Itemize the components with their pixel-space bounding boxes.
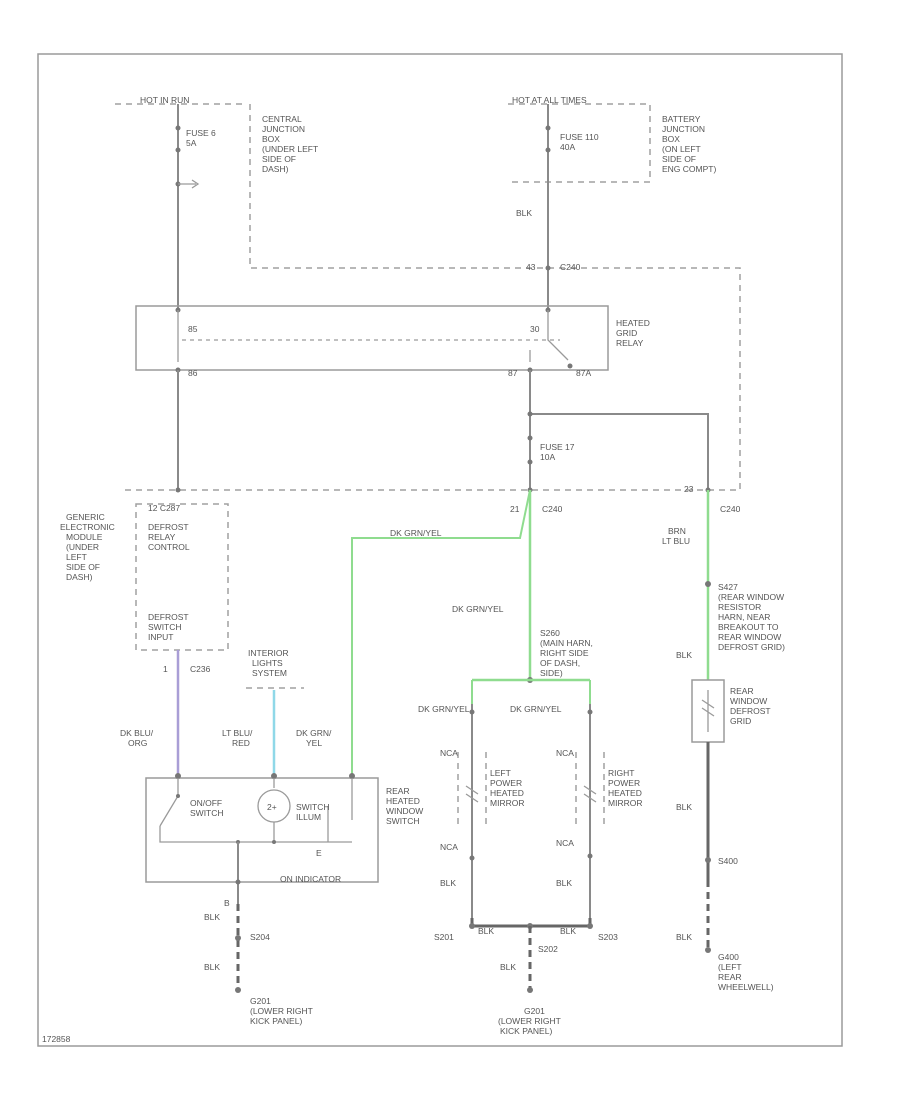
s203-label: S203 (598, 932, 618, 942)
c240-top-label: C240 (560, 262, 581, 272)
blk-r3-label: BLK (676, 932, 692, 942)
blk-br-label: BLK (560, 926, 576, 936)
nca1-label: NCA (440, 748, 458, 758)
illum-bulb-icon: 2+ (267, 802, 277, 812)
hot-in-run-label: HOT IN RUN (140, 95, 189, 105)
relay-pin-87: 87 (508, 368, 518, 378)
footer-code: 172858 (42, 1034, 71, 1044)
s400-label: S400 (718, 856, 738, 866)
blk-sw3-label: BLK (204, 962, 220, 972)
dk-grn-yel-v-label: DK GRN/YEL (452, 604, 504, 614)
blk-m2-label: BLK (556, 878, 572, 888)
mirror-ground: BLK BLK S201 S203 S202 BLK G201(LOWER RI… (434, 918, 618, 1036)
dk-grn-yel-w-label: DK GRN/YEL (296, 728, 332, 748)
c236-pin: 1 (163, 664, 168, 674)
blk-sw1-label: BLK (204, 912, 220, 922)
blk-top-label: BLK (516, 208, 532, 218)
nca2-label: NCA (440, 842, 458, 852)
blk-m3-label: BLK (500, 962, 516, 972)
relay-pin-85: 85 (188, 324, 198, 334)
c240-right-label: C240 (720, 504, 741, 514)
blk-bl-label: BLK (478, 926, 494, 936)
dk-grn-yel-wire-switch (351, 489, 531, 776)
c240-mid-label: C240 (542, 504, 563, 514)
relay-pin-87a: 87A (576, 368, 591, 378)
relay-pin-86: 86 (188, 368, 198, 378)
nca4-label: NCA (556, 838, 574, 848)
diagram-frame (37, 53, 843, 1047)
pin-b-label: B (224, 898, 230, 908)
lt-blu-red-label: LT BLU/RED (222, 728, 253, 748)
on-indicator-label: ON INDICATOR (280, 874, 341, 884)
c287-pins: 12 C287 (148, 503, 180, 513)
dk-grn-yel-l-label: DK GRN/YEL (418, 704, 470, 714)
blk-r2-label: BLK (676, 802, 692, 812)
c240-top-pin: 43 (526, 262, 536, 272)
relay-pin-30: 30 (530, 324, 540, 334)
dk-grn-yel-h-label: DK GRN/YEL (390, 528, 442, 538)
c236-label: C236 (190, 664, 211, 674)
dk-blu-org-label: DK BLU/ORG (120, 728, 154, 748)
c240-mid-pin: 21 (510, 504, 520, 514)
s204-label: S204 (250, 932, 270, 942)
dk-grn-yel-r-label: DK GRN/YEL (510, 704, 562, 714)
pin-e-label: E (316, 848, 322, 858)
nca3-label: NCA (556, 748, 574, 758)
blk-r1-label: BLK (676, 650, 692, 660)
blk-m1-label: BLK (440, 878, 456, 888)
s201-label: S201 (434, 932, 454, 942)
hot-at-all-times-label: HOT AT ALL TIMES (512, 95, 587, 105)
s202-label: S202 (538, 944, 558, 954)
c240-right-pin: 23 (684, 484, 694, 494)
